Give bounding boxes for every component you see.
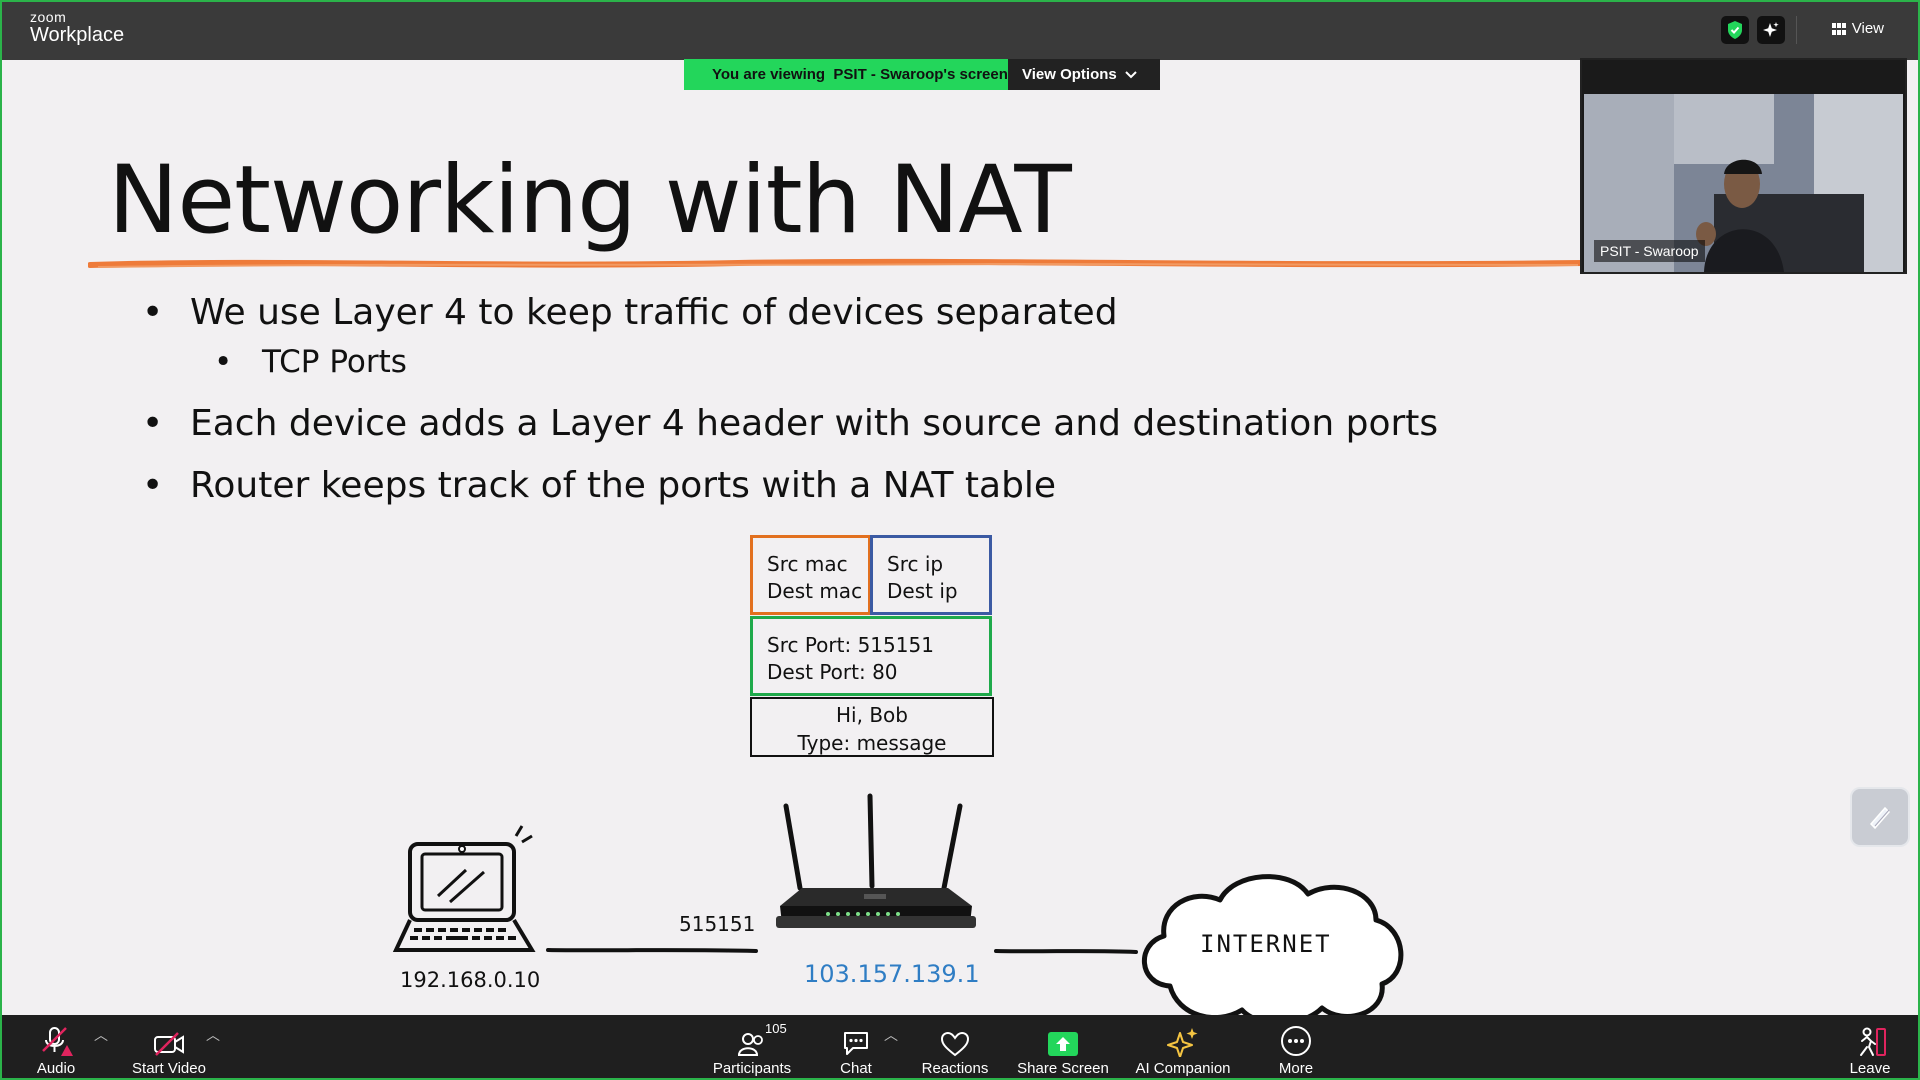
cloud-label: INTERNET — [1200, 930, 1332, 958]
mac-header-box: Src mac Dest mac — [750, 535, 871, 615]
brand-big: Workplace — [30, 24, 125, 46]
view-options-button[interactable]: View Options — [1008, 59, 1160, 90]
port-header-box: Src Port: 515151 Dest Port: 80 — [750, 616, 992, 696]
src-port-label: Src Port: 515151 — [767, 633, 934, 657]
router-ip: 103.157.139.1 — [804, 960, 980, 988]
internet-cloud-icon — [1141, 874, 1404, 1015]
reactions-label: Reactions — [921, 1060, 989, 1077]
mic-icon — [39, 1023, 73, 1057]
message-line-2: Type: message — [797, 731, 947, 755]
chat-label: Chat — [840, 1060, 872, 1077]
laptop-router-link — [546, 948, 758, 953]
view-button[interactable]: View — [1831, 20, 1884, 37]
more-icon — [1280, 1023, 1312, 1057]
audio-button[interactable]: Audio — [30, 1015, 82, 1080]
participants-icon: 105 — [737, 1021, 787, 1057]
top-divider — [1796, 16, 1797, 44]
shared-screen: Networking with NAT •We use Layer 4 to k… — [2, 60, 1918, 1015]
viewing-status: You are viewing PSIT - Swaroop's screen — [684, 59, 1008, 90]
share-screen-label: Share Screen — [1017, 1060, 1109, 1077]
ai-companion-button[interactable]: AI Companion — [1134, 1015, 1232, 1080]
bullet-item: •Each device adds a Layer 4 header with … — [142, 403, 1439, 444]
share-screen-icon — [1047, 1023, 1079, 1057]
src-ip-label: Src ip — [887, 552, 944, 576]
message-line-1: Hi, Bob — [836, 703, 908, 727]
audio-options-caret[interactable]: ︿ — [94, 1027, 108, 1043]
participants-label: Participants — [712, 1060, 792, 1077]
chevron-down-icon — [1125, 70, 1137, 78]
participant-name: PSIT - Swaroop — [1594, 240, 1705, 262]
meeting-toolbar: Audio ︿ Start Video ︿ 105 Participants C… — [0, 1015, 1920, 1080]
leave-icon — [1853, 1023, 1887, 1057]
dest-port-label: Dest Port: 80 — [767, 660, 898, 684]
viewing-banner: You are viewing PSIT - Swaroop's screen … — [684, 59, 1160, 90]
bullet-item: •We use Layer 4 to keep traffic of devic… — [142, 292, 1118, 333]
message-box: Hi, Bob Type: message — [750, 697, 994, 757]
top-bar: zoom Workplace View — [0, 0, 1920, 60]
dest-ip-label: Dest ip — [887, 579, 958, 603]
share-screen-button[interactable]: Share Screen — [1017, 1015, 1109, 1080]
annotate-tool-button[interactable] — [1850, 787, 1910, 847]
video-off-icon — [152, 1023, 186, 1057]
view-options-label: View Options — [1022, 66, 1117, 83]
participants-count: 105 — [765, 1021, 787, 1036]
chat-button[interactable]: Chat — [836, 1015, 876, 1080]
leave-label: Leave — [1849, 1060, 1891, 1077]
app-logo: zoom Workplace — [30, 10, 124, 46]
router-internet-link — [994, 949, 1138, 954]
audio-label: Audio — [36, 1060, 76, 1077]
top-icons — [1721, 16, 1785, 44]
title-underline — [88, 258, 1586, 268]
reactions-button[interactable]: Reactions — [922, 1015, 988, 1080]
security-shield-icon[interactable] — [1721, 16, 1749, 44]
laptop-icon — [392, 825, 536, 952]
slide-title: Networking with NAT — [108, 146, 1072, 255]
video-options-caret[interactable]: ︿ — [206, 1027, 220, 1043]
src-mac-label: Src mac — [767, 552, 848, 576]
brand-small: zoom — [30, 9, 67, 25]
chat-icon — [841, 1023, 871, 1057]
pen-icon — [1869, 806, 1891, 830]
grid-icon — [1831, 22, 1846, 35]
ai-companion-label: AI Companion — [1135, 1060, 1231, 1077]
more-button[interactable]: More — [1276, 1015, 1316, 1080]
participants-button[interactable]: 105 Participants — [712, 1015, 792, 1080]
bullet-item: •Router keeps track of the ports with a … — [142, 465, 1057, 506]
chat-options-caret[interactable]: ︿ — [884, 1027, 898, 1043]
laptop-ip: 192.168.0.10 — [400, 968, 541, 992]
dest-mac-label: Dest mac — [767, 579, 863, 603]
start-video-button[interactable]: Start Video — [128, 1015, 210, 1080]
more-label: More — [1278, 1060, 1314, 1077]
viewing-text: You are viewing PSIT - Swaroop's screen — [712, 66, 1008, 83]
leave-button[interactable]: Leave — [1850, 1015, 1890, 1080]
heart-icon — [940, 1023, 970, 1057]
sub-bullet-item: •TCP Ports — [214, 344, 407, 380]
router-icon — [776, 793, 976, 928]
ip-header-box: Src ip Dest ip — [870, 535, 992, 615]
link-port-label: 515151 — [679, 912, 756, 936]
ai-companion-icon — [1167, 1023, 1199, 1057]
view-label: View — [1851, 20, 1884, 37]
ai-sparkle-icon[interactable] — [1757, 16, 1785, 44]
start-video-label: Start Video — [132, 1060, 206, 1077]
participant-video[interactable]: PSIT - Swaroop — [1580, 58, 1907, 274]
